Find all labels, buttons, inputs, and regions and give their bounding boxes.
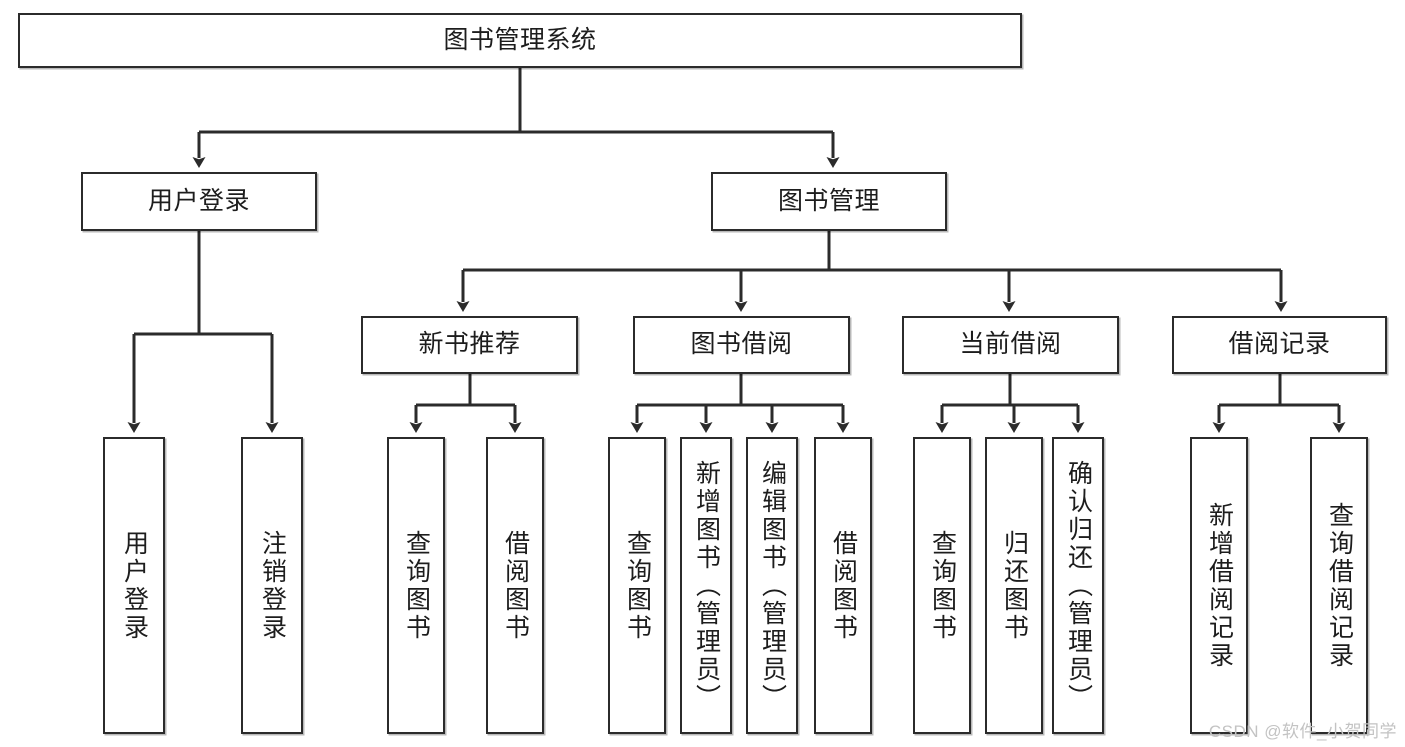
node-leaf-query-book-2-label: 查询图书: [623, 529, 652, 642]
node-leaf-confirm-return-label: 确认归还（管理员）: [1064, 459, 1093, 712]
node-borrow-record-label: 借阅记录: [1228, 330, 1331, 359]
watermark-text: CSDN @软件_小贺同学: [1208, 722, 1397, 741]
node-leaf-query-record[interactable]: 查询借阅记录: [1310, 437, 1368, 734]
node-leaf-borrow-book-2-label: 借阅图书: [829, 529, 858, 642]
node-leaf-return-book-label: 归还图书: [1000, 529, 1029, 642]
node-leaf-user-login-label: 用户登录: [120, 529, 149, 642]
node-book-manage-label: 图书管理: [777, 186, 880, 215]
node-current-borrow[interactable]: 当前借阅: [902, 316, 1119, 374]
node-leaf-edit-book-label: 编辑图书（管理员）: [758, 459, 787, 712]
node-leaf-logout[interactable]: 注销登录: [241, 437, 303, 734]
node-leaf-add-book-label: 新增图书（管理员）: [692, 459, 721, 712]
node-user-login-label: 用户登录: [147, 186, 250, 215]
node-leaf-query-book-3-label: 查询图书: [928, 529, 957, 642]
node-leaf-confirm-return[interactable]: 确认归还（管理员）: [1052, 437, 1104, 734]
node-leaf-query-record-label: 查询借阅记录: [1325, 501, 1354, 670]
node-leaf-query-book-1-label: 查询图书: [402, 529, 431, 642]
node-leaf-logout-label: 注销登录: [258, 529, 287, 642]
node-leaf-add-record-label: 新增借阅记录: [1205, 501, 1234, 670]
node-leaf-edit-book[interactable]: 编辑图书（管理员）: [746, 437, 798, 734]
node-current-borrow-label: 当前借阅: [959, 330, 1062, 359]
node-root-label: 图书管理系统: [443, 25, 597, 54]
node-leaf-query-book-2[interactable]: 查询图书: [608, 437, 666, 734]
node-book-borrow-label: 图书借阅: [690, 330, 793, 359]
node-leaf-query-book-3[interactable]: 查询图书: [913, 437, 971, 734]
node-root[interactable]: 图书管理系统: [18, 13, 1022, 68]
node-leaf-add-book[interactable]: 新增图书（管理员）: [680, 437, 732, 734]
node-leaf-user-login[interactable]: 用户登录: [103, 437, 165, 734]
node-borrow-record[interactable]: 借阅记录: [1172, 316, 1387, 374]
node-leaf-borrow-book-1-label: 借阅图书: [501, 529, 530, 642]
node-new-book-rec-label: 新书推荐: [418, 330, 521, 359]
node-new-book-rec[interactable]: 新书推荐: [361, 316, 578, 374]
node-leaf-borrow-book-1[interactable]: 借阅图书: [486, 437, 544, 734]
node-leaf-add-record[interactable]: 新增借阅记录: [1190, 437, 1248, 734]
node-book-borrow[interactable]: 图书借阅: [633, 316, 850, 374]
node-leaf-borrow-book-2[interactable]: 借阅图书: [814, 437, 872, 734]
node-user-login[interactable]: 用户登录: [81, 172, 317, 231]
node-leaf-return-book[interactable]: 归还图书: [985, 437, 1043, 734]
node-leaf-query-book-1[interactable]: 查询图书: [387, 437, 445, 734]
node-book-manage[interactable]: 图书管理: [711, 172, 947, 231]
